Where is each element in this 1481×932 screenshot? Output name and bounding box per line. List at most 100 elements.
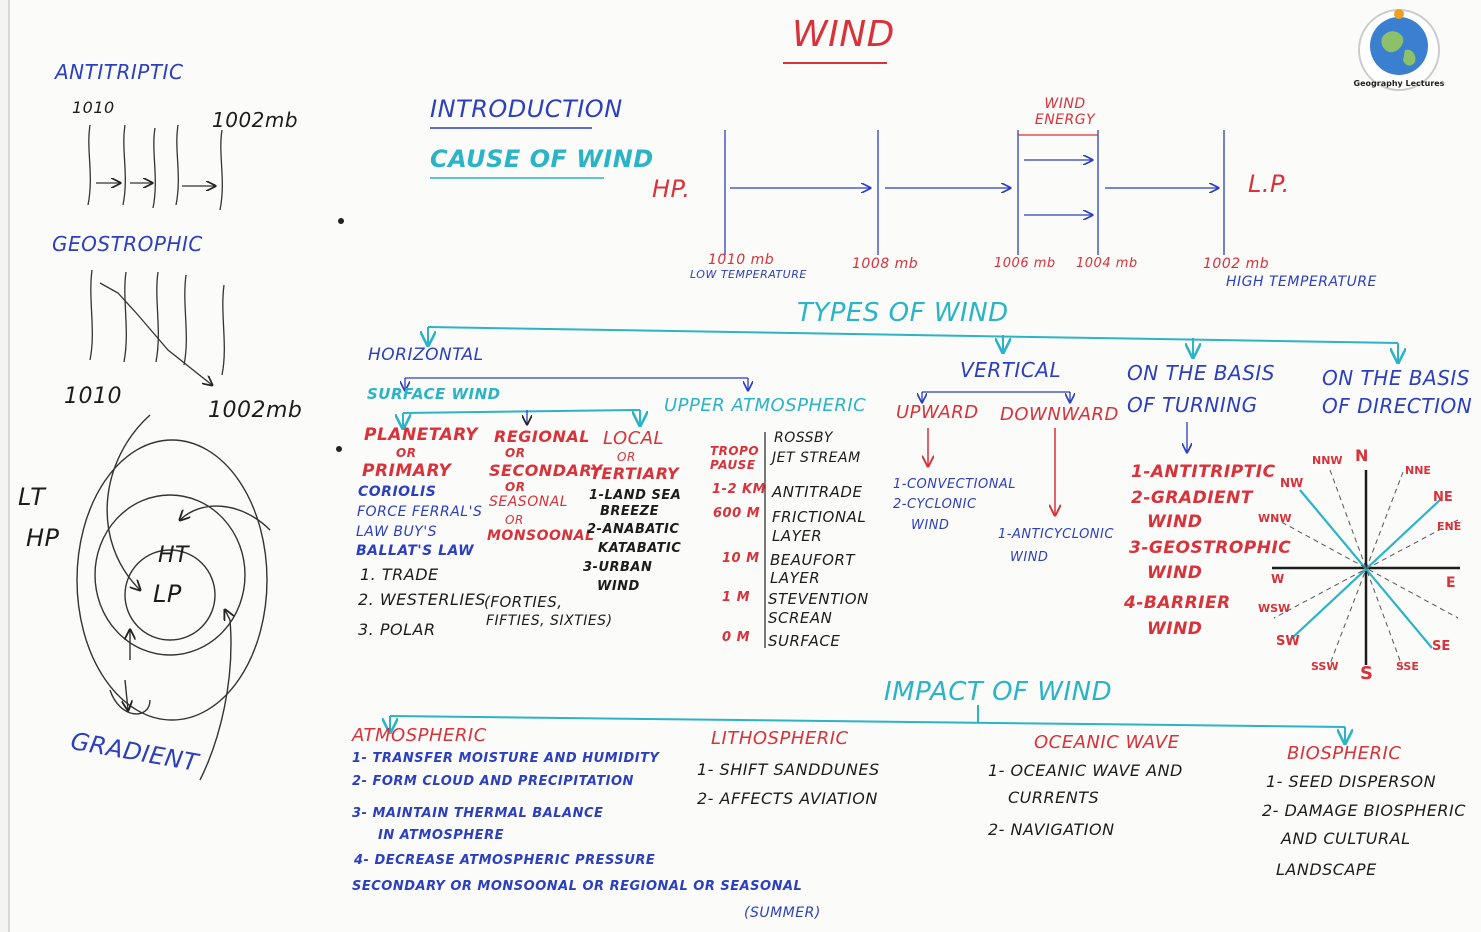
coriolis-line-2: FORCE FERRAL'S: [357, 504, 483, 520]
compass-e: E: [1446, 575, 1456, 591]
atmo-item-4: 4- DECREASE ATMOSPHERIC PRESSURE: [354, 853, 656, 868]
local-item-2b: KATABATIC: [598, 541, 682, 556]
atmospheric-heading: ATMOSPHERIC: [352, 725, 487, 746]
planetary-item-westerlies: 2. WESTERLIES: [358, 590, 486, 609]
compass-wnw: WNW: [1258, 512, 1292, 525]
pressure-1010: 1010 mb: [708, 252, 775, 268]
vertical-label: VERTICAL: [960, 358, 1062, 382]
biospheric-heading: BIOSPHERIC: [1287, 743, 1402, 764]
regional-or-2: OR: [505, 480, 526, 494]
height-10m: 10 M: [722, 551, 760, 566]
antitriptic-label: ANTITRIPTIC: [55, 60, 184, 84]
local-label: LOCAL: [603, 428, 665, 449]
basis-direction-line-1: ON THE BASIS: [1322, 366, 1471, 390]
westerlies-note-1: (FORTIES,: [484, 593, 563, 611]
pressure-1006: 1006 mb: [994, 256, 1056, 271]
beaufort-label: BEAUFORT: [770, 551, 856, 569]
turning-item-barrier-wind: WIND: [1147, 619, 1203, 639]
tropo-label: TROPO: [710, 444, 760, 458]
anti-pressure-1002: 1002mb: [212, 108, 299, 132]
horizontal-label: HORIZONTAL: [368, 345, 484, 365]
turning-item-barrier: 4-BARRIER: [1124, 593, 1231, 613]
frictional-label: FRICTIONAL: [772, 508, 867, 526]
geo-pressure-1002: 1002mb: [208, 398, 303, 423]
basis-direction-line-2: OF DIRECTION: [1322, 394, 1473, 418]
bio-item-2b: AND CULTURAL: [1281, 829, 1411, 848]
ocean-item-2: 2- NAVIGATION: [988, 820, 1115, 839]
compass-sw: SW: [1276, 634, 1300, 649]
hp-label: HP: [26, 524, 60, 552]
turning-item-antitriptic: 1-ANTITRIPTIC: [1131, 462, 1276, 482]
planetary-item-trade: 1. TRADE: [360, 565, 439, 584]
local-item-3: 3-URBAN: [583, 560, 653, 575]
high-temperature-label: HIGH TEMPERATURE: [1226, 274, 1377, 290]
regional-or-1: OR: [505, 446, 526, 460]
upward-item-2b: WIND: [911, 518, 950, 533]
geo-pressure-1010: 1010: [64, 384, 122, 409]
antitrade-label: ANTITRADE: [772, 483, 863, 501]
litho-item-2: 2- AFFECTS AVIATION: [697, 789, 878, 808]
seasonal-label: SEASONAL: [489, 494, 569, 510]
geography-lectures-logo: Geography Lectures: [1345, 6, 1453, 98]
impact-of-wind-heading: IMPACT OF WIND: [884, 677, 1113, 707]
coriolis-line-3: LAW BUY'S: [356, 524, 438, 540]
compass-ene: ENE: [1437, 520, 1462, 533]
introduction-heading: INTRODUCTION: [430, 95, 623, 123]
beaufort-layer-label: LAYER: [770, 569, 821, 587]
height-1-2km: 1-2 KM: [712, 482, 767, 497]
pressure-1008: 1008 mb: [852, 256, 919, 272]
local-item-2: 2-ANABATIC: [587, 522, 680, 537]
ocean-item-1: 1- OCEANIC WAVE AND: [988, 761, 1183, 780]
pause-label: PAUSE: [710, 458, 756, 472]
turning-item-gradient-wind: WIND: [1147, 512, 1203, 532]
frictional-layer-label: LAYER: [772, 527, 823, 545]
summer-note: (SUMMER): [744, 905, 821, 921]
bio-item-1: 1- SEED DISPERSON: [1266, 772, 1437, 791]
low-temperature-label: LOW TEMPERATURE: [690, 268, 807, 281]
local-or: OR: [617, 450, 636, 464]
downward-item-1: 1-ANTICYCLONIC: [998, 527, 1114, 542]
coriolis-line-4: BALLAT'S LAW: [356, 543, 475, 559]
planetary-or: OR: [396, 446, 417, 460]
local-item-3b: WIND: [597, 579, 640, 594]
lithospheric-heading: LITHOSPHERIC: [711, 728, 849, 749]
secondary-label: SECONDARY: [489, 461, 603, 480]
stevention-label: STEVENTION: [768, 590, 869, 608]
compass-nnw: NNW: [1312, 454, 1343, 467]
surface-wind-label: SURFACE WIND: [367, 385, 501, 403]
geostrophic-label: GEOSTROPHIC: [52, 232, 203, 256]
oceanic-wave-heading: OCEANIC WAVE: [1034, 732, 1180, 753]
types-of-wind-heading: TYPES OF WIND: [797, 298, 1009, 328]
turning-item-geostrophic-wind: WIND: [1147, 563, 1203, 583]
secondary-note: SECONDARY OR MONSOONAL OR REGIONAL OR SE…: [352, 879, 803, 894]
monsoonal-label: MONSOONAL: [487, 528, 595, 544]
surface-label: SURFACE: [768, 632, 841, 650]
planetary-label: PLANETARY: [364, 425, 479, 445]
upper-atmospheric-label: UPPER ATMOSPHERIC: [664, 395, 867, 416]
page-title: WIND: [792, 14, 895, 55]
compass-ssw: SSW: [1311, 660, 1339, 673]
bio-item-2: 2- DAMAGE BIOSPHERIC: [1262, 801, 1466, 820]
high-pressure-label: HP.: [652, 175, 691, 203]
coriolis-line-1: CORIOLIS: [358, 484, 437, 500]
turning-item-gradient: 2-GRADIENT: [1131, 488, 1253, 508]
compass-nne: NNE: [1405, 464, 1431, 477]
local-item-1: 1-LAND SEA: [589, 488, 682, 503]
compass-se: SE: [1432, 639, 1451, 654]
lt-label: LT: [18, 483, 46, 511]
compass-nw: NW: [1280, 476, 1304, 490]
atmo-item-2: 2- FORM CLOUD AND PRECIPITATION: [352, 774, 634, 789]
pressure-1002: 1002 mb: [1203, 256, 1270, 272]
compass-wsw: WSW: [1258, 602, 1291, 615]
anti-pressure-1010: 1010: [72, 98, 115, 117]
svg-text:Geography Lectures: Geography Lectures: [1354, 79, 1445, 88]
height-0m: 0 M: [722, 630, 751, 645]
local-item-1b: BREEZE: [600, 504, 659, 519]
atmo-item-1: 1- TRANSFER MOISTURE AND HUMIDITY: [352, 751, 660, 766]
ocean-item-1b: CURRENTS: [1008, 788, 1100, 807]
compass-sse: SSE: [1396, 660, 1419, 673]
height-1m: 1 M: [722, 590, 751, 605]
tertiary-label: TERTIARY: [590, 464, 680, 483]
bullet-dot: [336, 446, 342, 452]
compass-s: S: [1360, 663, 1373, 684]
